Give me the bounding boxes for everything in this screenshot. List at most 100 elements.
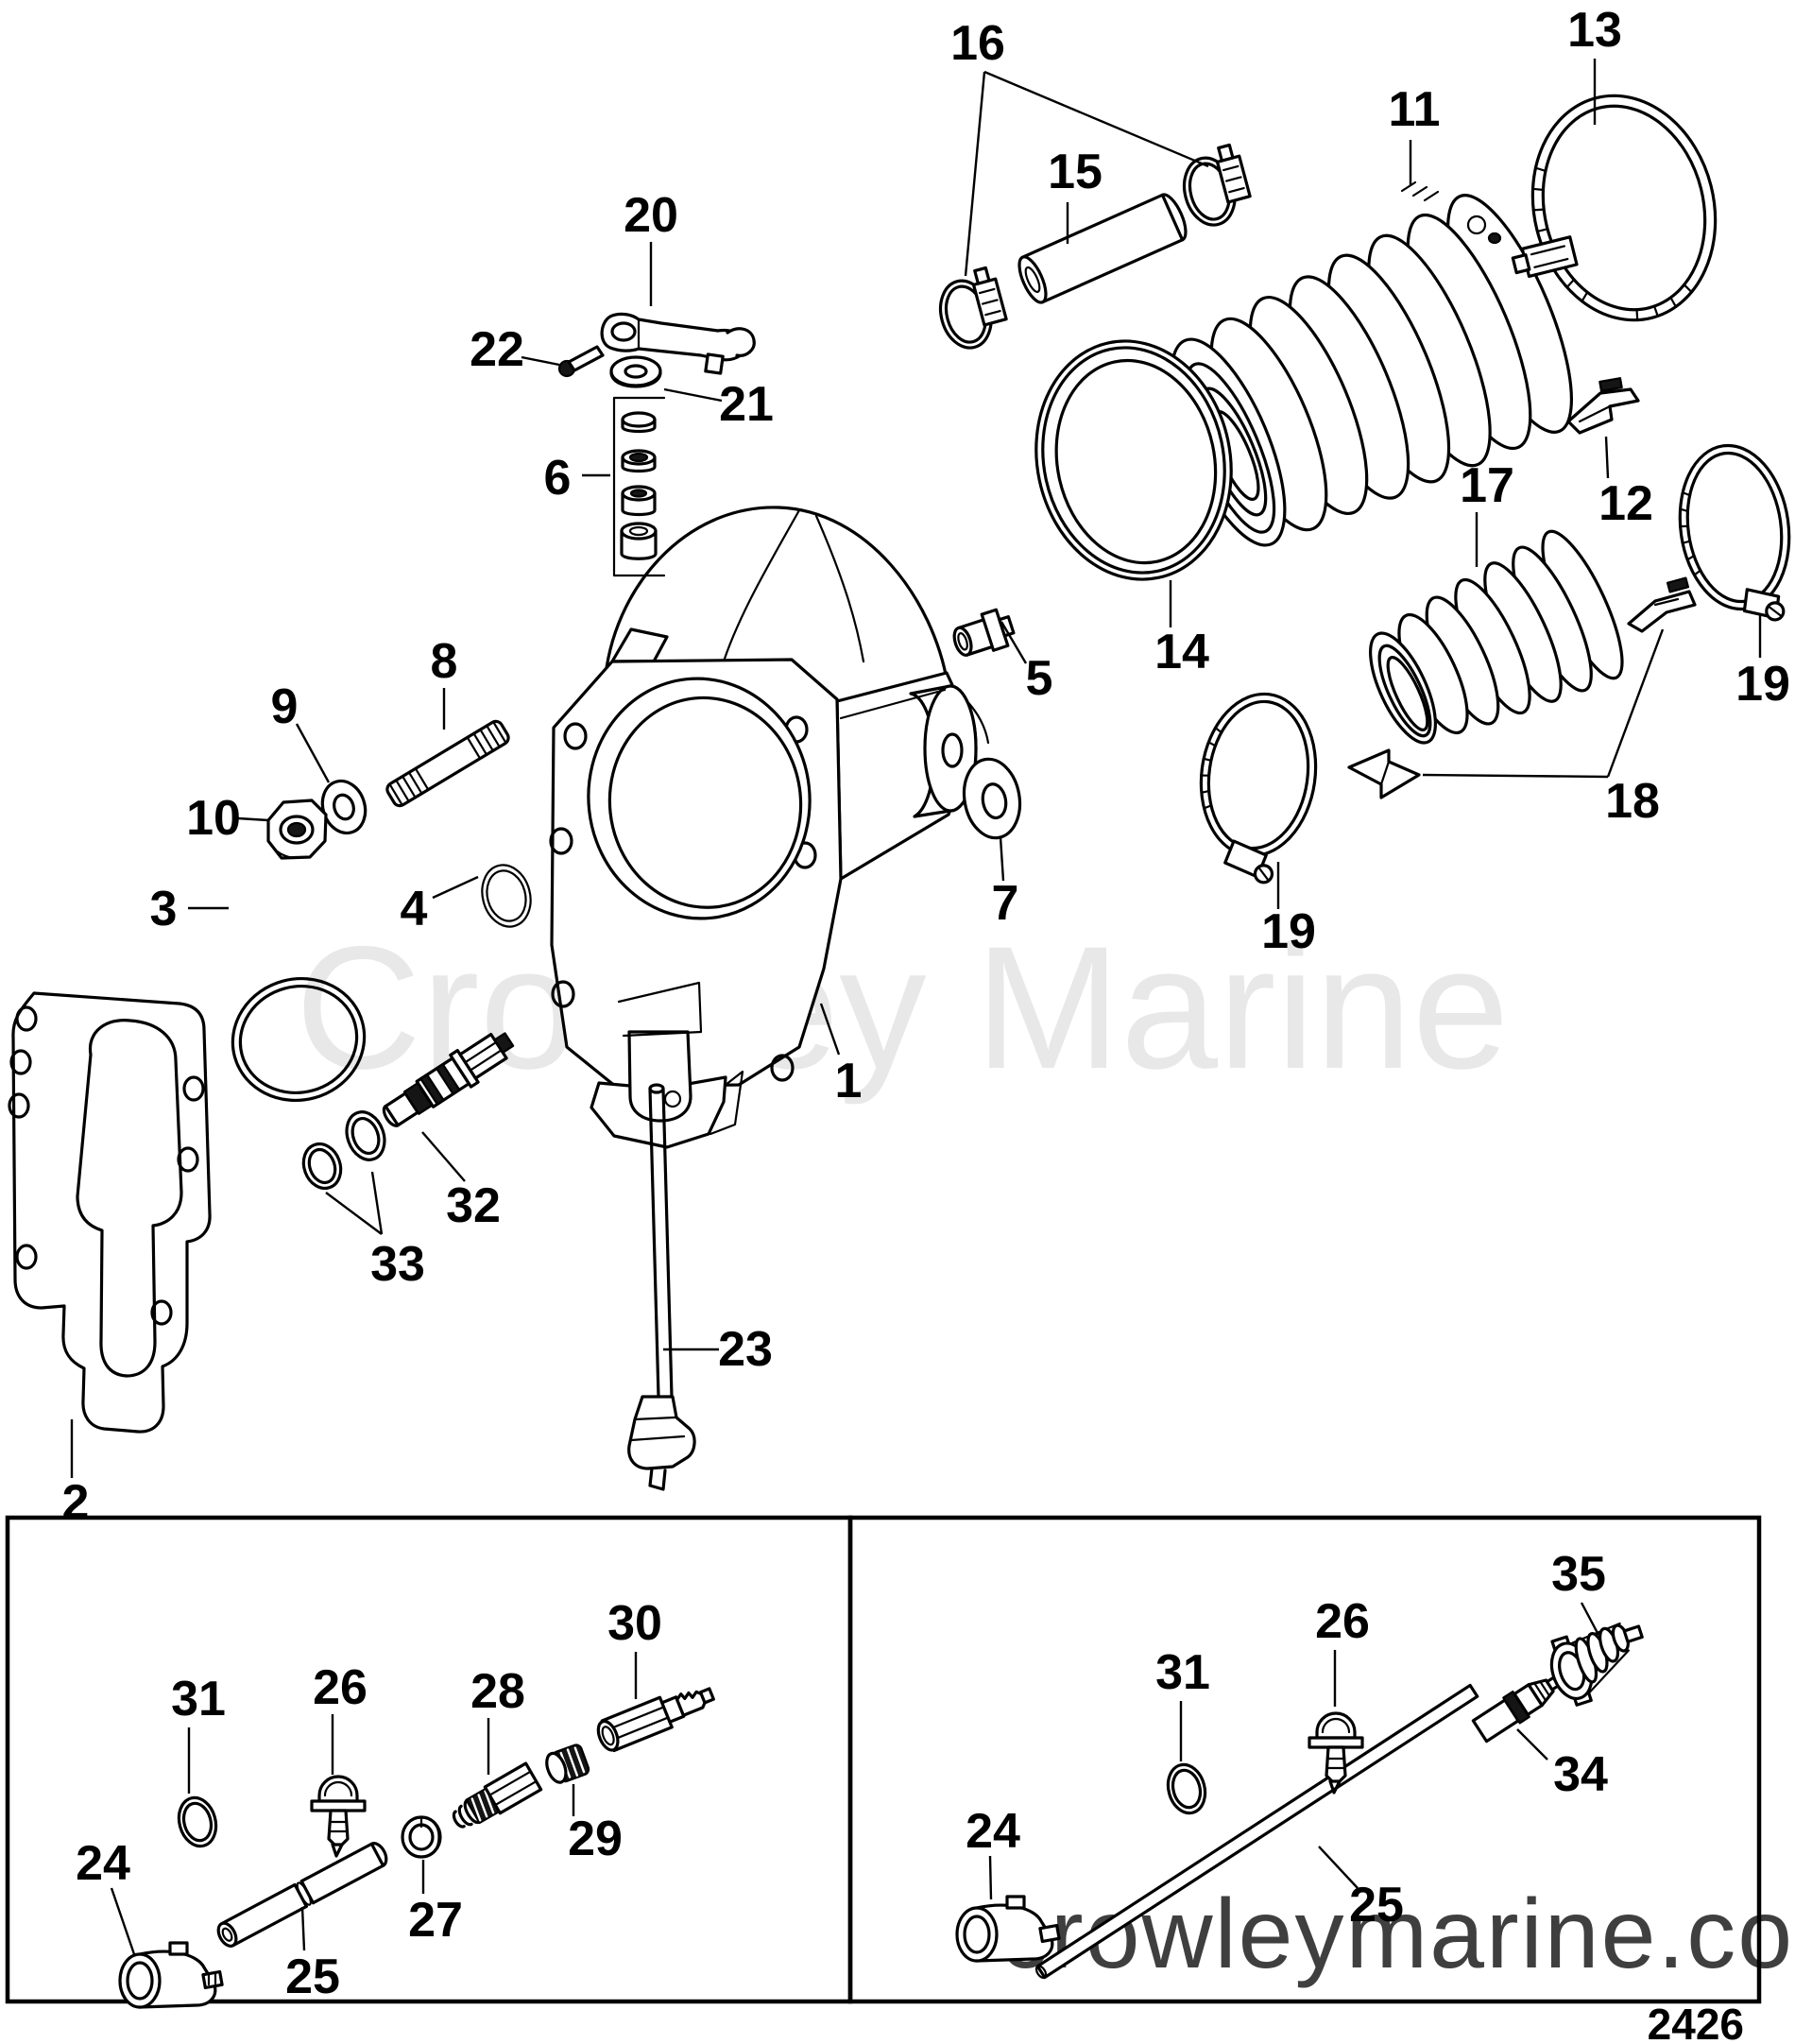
part-20-shift-lever [600, 312, 756, 375]
part-24-elbow-connector-right [955, 1895, 1061, 1963]
leader-line-16 [964, 71, 986, 277]
leader-line-34 [1516, 1728, 1548, 1761]
part-32-sensor-valve [382, 1032, 515, 1127]
callout-28: 28 [470, 1664, 525, 1719]
part-27-ferrule [401, 1815, 442, 1859]
callout-26: 26 [313, 1660, 368, 1715]
part-13-hose-clamp-large [1511, 94, 1718, 322]
part-6-bushing-set [612, 396, 666, 577]
part-29-knurled-cap [545, 1743, 590, 1784]
callout-5: 5 [1026, 651, 1053, 706]
leader-line-5 [1000, 621, 1028, 664]
part-3-o-ring-large [231, 976, 367, 1103]
callout-31: 31 [171, 1672, 226, 1726]
site-watermark: crowleymarine.com [1000, 1880, 1795, 1989]
callout-7: 7 [992, 876, 1019, 931]
callout-35: 35 [1551, 1547, 1606, 1602]
part-10-locknut [266, 799, 328, 860]
callout-29: 29 [568, 1812, 623, 1866]
inset-box-right [847, 1515, 1762, 2004]
callout-24: 24 [966, 1804, 1020, 1859]
callout-23: 23 [718, 1322, 773, 1377]
part-16-clamp-b [1182, 143, 1252, 227]
part-1-bell-housing [549, 506, 990, 1149]
part-21-washer [609, 355, 662, 388]
callout-14: 14 [1154, 625, 1209, 679]
part-12-retainer-clip [1566, 377, 1640, 435]
part-18-anchor-bracket [1627, 576, 1697, 633]
callout-20: 20 [624, 188, 678, 243]
part-19-clamp-right [1678, 443, 1791, 622]
leader-line-25 [300, 1906, 306, 1951]
callout-22: 22 [470, 322, 524, 377]
part-24-elbow-connector-left [118, 1941, 224, 2009]
part-7-washer [962, 757, 1022, 840]
callout-3: 3 [150, 882, 178, 936]
callout-21: 21 [719, 377, 774, 432]
callout-11: 11 [1389, 82, 1441, 137]
part-15-water-tube [1017, 193, 1188, 304]
callout-25: 25 [285, 1950, 340, 2004]
part-16-clamp-a [938, 266, 1008, 350]
callout-18: 18 [1605, 774, 1660, 829]
part-26-clip-right [1308, 1711, 1364, 1795]
part-19-clamp-lower [1199, 692, 1318, 885]
part-14-seal-ring [1034, 339, 1233, 581]
callout-8: 8 [431, 634, 458, 689]
part-2-bell-housing-gasket [8, 991, 212, 1434]
part-35-quick-connect-fitting [1549, 1622, 1644, 1707]
callout-26: 26 [1315, 1594, 1370, 1649]
callout-19: 19 [1735, 657, 1790, 712]
part-17-shift-cable-bellows [1369, 529, 1624, 745]
part-33-o-rings [301, 1110, 386, 1191]
part-22-pin-screw [557, 345, 605, 378]
leader-line-18 [1422, 773, 1609, 779]
leader-line-35 [1580, 1602, 1600, 1636]
leader-line-4 [432, 875, 479, 900]
callout-16: 16 [950, 16, 1005, 71]
part-23-shift-rod [627, 1083, 696, 1491]
callout-10: 10 [186, 791, 241, 846]
callout-34: 34 [1553, 1747, 1608, 1802]
part-5-fitting-plug [952, 608, 1016, 657]
part-31-o-ring-left [177, 1795, 218, 1848]
leader-line-18 [1606, 628, 1665, 778]
leader-line-7 [999, 836, 1005, 882]
callout-25: 25 [1349, 1878, 1404, 1932]
leader-line-1 [819, 1003, 841, 1056]
callout-9: 9 [271, 679, 299, 734]
part-28-connector-body [452, 1761, 543, 1829]
part-4-o-ring-small [481, 864, 532, 928]
center-watermark: Crowley Marine [295, 911, 1509, 1106]
callout-30: 30 [607, 1596, 662, 1651]
callout-4: 4 [401, 882, 428, 936]
page-number: 2426 [1648, 2000, 1744, 2044]
callout-33: 33 [370, 1237, 425, 1292]
leader-line-24 [110, 1887, 136, 1955]
part-25-tubes-left [216, 1842, 388, 1948]
leader-line-25 [1318, 1846, 1359, 1889]
part-25-tube-right [1034, 1683, 1479, 1980]
part-34-tube-connector [1471, 1675, 1561, 1743]
callout-31: 31 [1155, 1645, 1210, 1700]
leader-line-16 [983, 70, 1209, 168]
part-31-o-ring-right [1161, 1759, 1212, 1819]
callout-32: 32 [446, 1178, 501, 1233]
callout-1: 1 [835, 1054, 863, 1108]
callout-17: 17 [1460, 458, 1514, 513]
part-26-clip-left [310, 1775, 367, 1858]
leader-line-21 [663, 387, 723, 403]
leader-line-10 [237, 816, 269, 822]
callout-24: 24 [76, 1836, 130, 1891]
leader-line-32 [421, 1131, 466, 1182]
leader-line-33 [370, 1171, 384, 1235]
callout-15: 15 [1048, 145, 1103, 199]
leader-line-24 [988, 1855, 993, 1900]
callout-12: 12 [1598, 476, 1653, 531]
leader-line-33 [325, 1192, 383, 1235]
callout-13: 13 [1567, 3, 1622, 58]
part-30-barb-fitting [596, 1687, 715, 1753]
